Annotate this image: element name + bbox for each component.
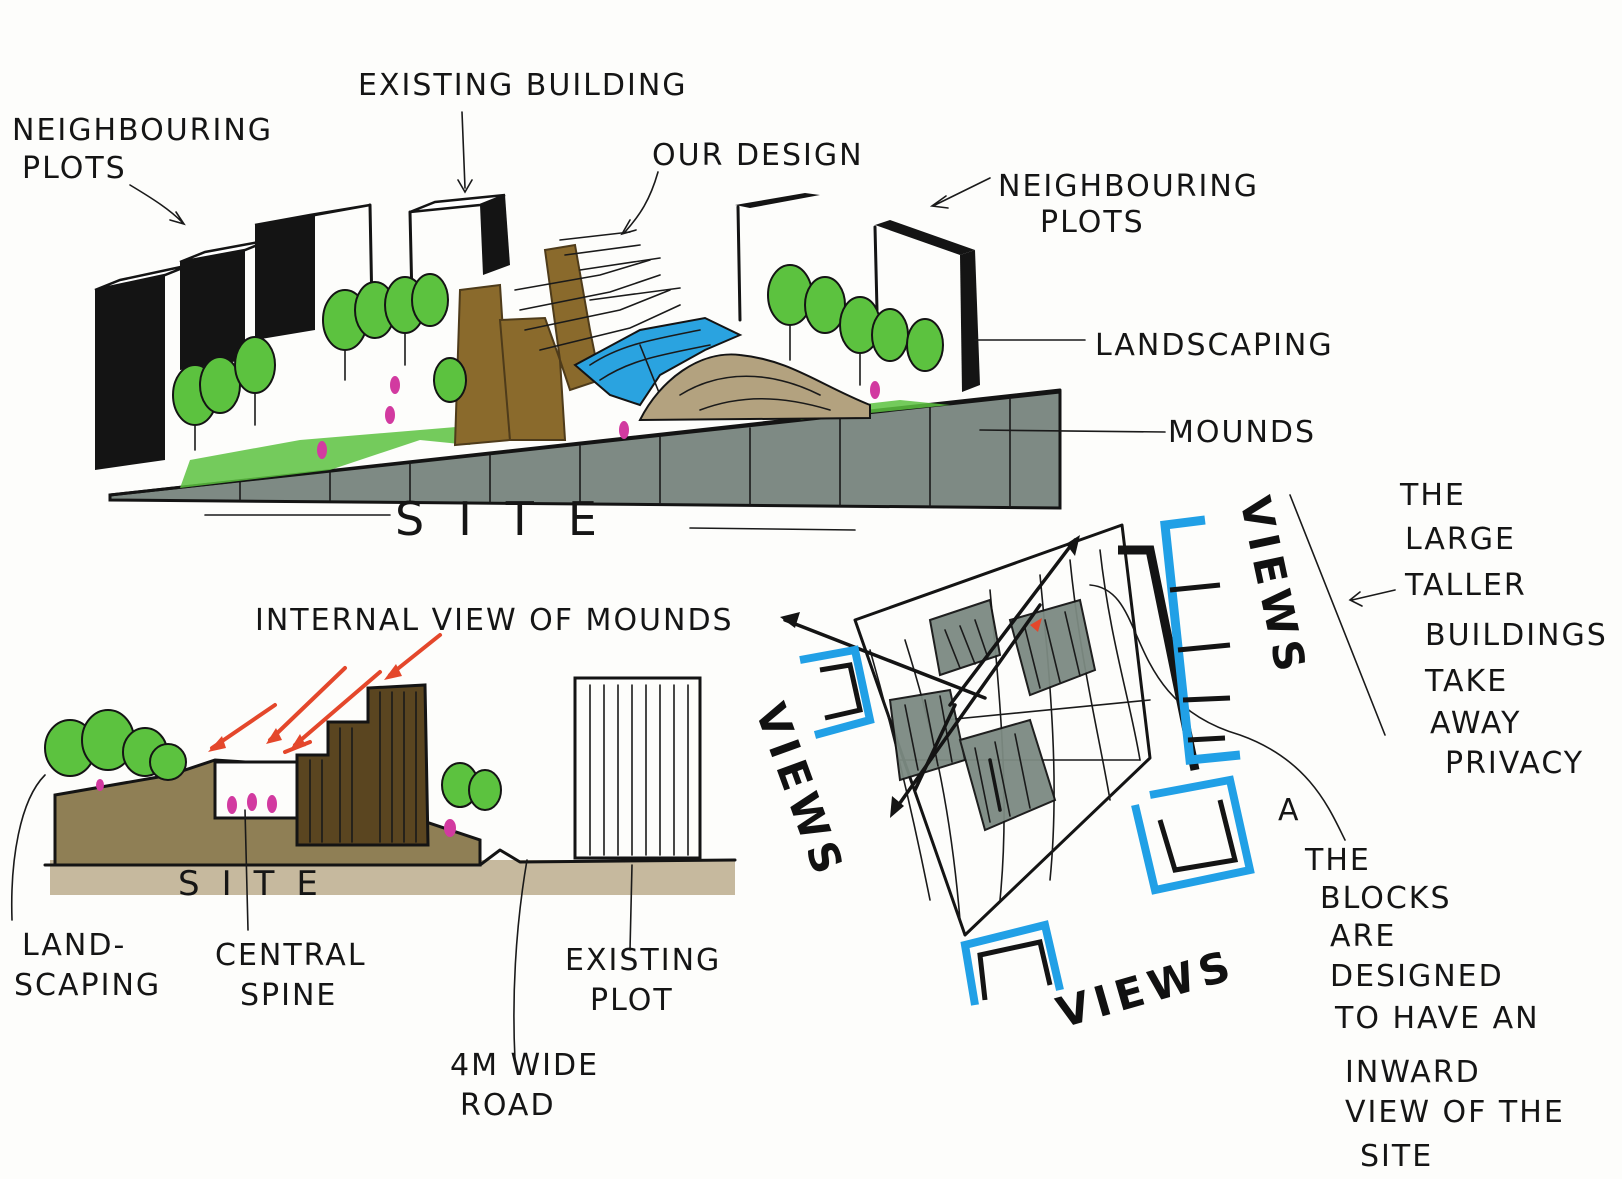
label-road: 4M WIDE ROAD [450,1048,599,1123]
label-line: THE [1399,478,1466,513]
label-line: BUILDINGS [1425,618,1608,653]
label-large-buildings-privacy: THE LARGE TALLER BUILDINGS TAKE AWAY PRI… [1399,478,1619,781]
label-existing-building: EXISTING BUILDING [358,68,688,103]
label-site-section: SITE [178,864,340,904]
label-landscaping-section: LAND- SCAPING [14,928,161,1003]
label-line: CENTRAL [215,938,367,973]
label-line: DESIGNED [1330,959,1504,994]
section-sketch: INTERNAL VIEW OF MOUNDS SITE LAND- SCAPIN… [12,603,735,1123]
marker-a: A [1278,793,1301,828]
label-line: PLOTS [22,151,127,186]
label-line: AWAY [1430,706,1521,741]
existing-plot-building [575,678,700,858]
label-line: SITE [1360,1139,1433,1174]
label-line: SPINE [240,978,337,1013]
label-line: 4M WIDE [450,1048,599,1083]
courtyard-lower-inner [1160,800,1235,870]
courtyard-bottom-inner [980,942,1050,1000]
label-line: THE [1304,843,1371,878]
views-bracket-lower [1135,780,1250,890]
views-label-right: VIEWS [1230,492,1316,682]
label-line: PLOTS [1040,205,1145,240]
label-internal-view-of-mounds: INTERNAL VIEW OF MOUNDS [255,603,734,638]
views-bracket-right [1165,520,1240,760]
label-line: SCAPING [14,968,161,1003]
label-line: ARE [1330,919,1396,954]
label-line: PLOT [590,983,674,1018]
label-line: NEIGHBOURING [998,169,1259,204]
views-label-bottom: VIEWS [1051,940,1241,1038]
plan-sketch: VIEWS VIEWS VIEWS A THE LARGE TALLER BUI… [746,478,1620,1174]
views-bracket-left [800,650,870,735]
label-line: INWARD [1345,1055,1481,1090]
label-blocks-inward-view: THE BLOCKS ARE DESIGNED TO HAVE AN INWAR… [1304,843,1576,1174]
label-line: EXISTING [565,943,721,978]
label-existing-plot: EXISTING PLOT [565,943,721,1018]
label-line: PRIVACY [1445,746,1584,781]
label-landscaping: LANDSCAPING [1095,328,1334,363]
label-line: BLOCKS [1320,881,1452,916]
label-site-top: SITE [395,492,631,546]
site-underline-right [690,528,855,530]
central-spine-opening [215,762,297,818]
label-line: TO HAVE AN [1334,1001,1540,1036]
label-line: NEIGHBOURING [12,113,273,148]
label-line: VIEW OF THE [1345,1095,1565,1130]
label-central-spine: CENTRAL SPINE [215,938,367,1013]
label-our-design: OUR DESIGN [652,138,864,173]
stepped-tower [297,685,428,845]
label-line: TALLER [1404,568,1527,603]
label-line: LARGE [1405,522,1516,557]
label-line: LAND- [22,928,126,963]
courtyard-left-inner [820,665,860,718]
label-line: TAKE [1424,664,1508,699]
plan-leader-lines [1290,495,1395,735]
label-line: ROAD [460,1088,556,1123]
label-mounds: MOUNDS [1168,415,1316,450]
